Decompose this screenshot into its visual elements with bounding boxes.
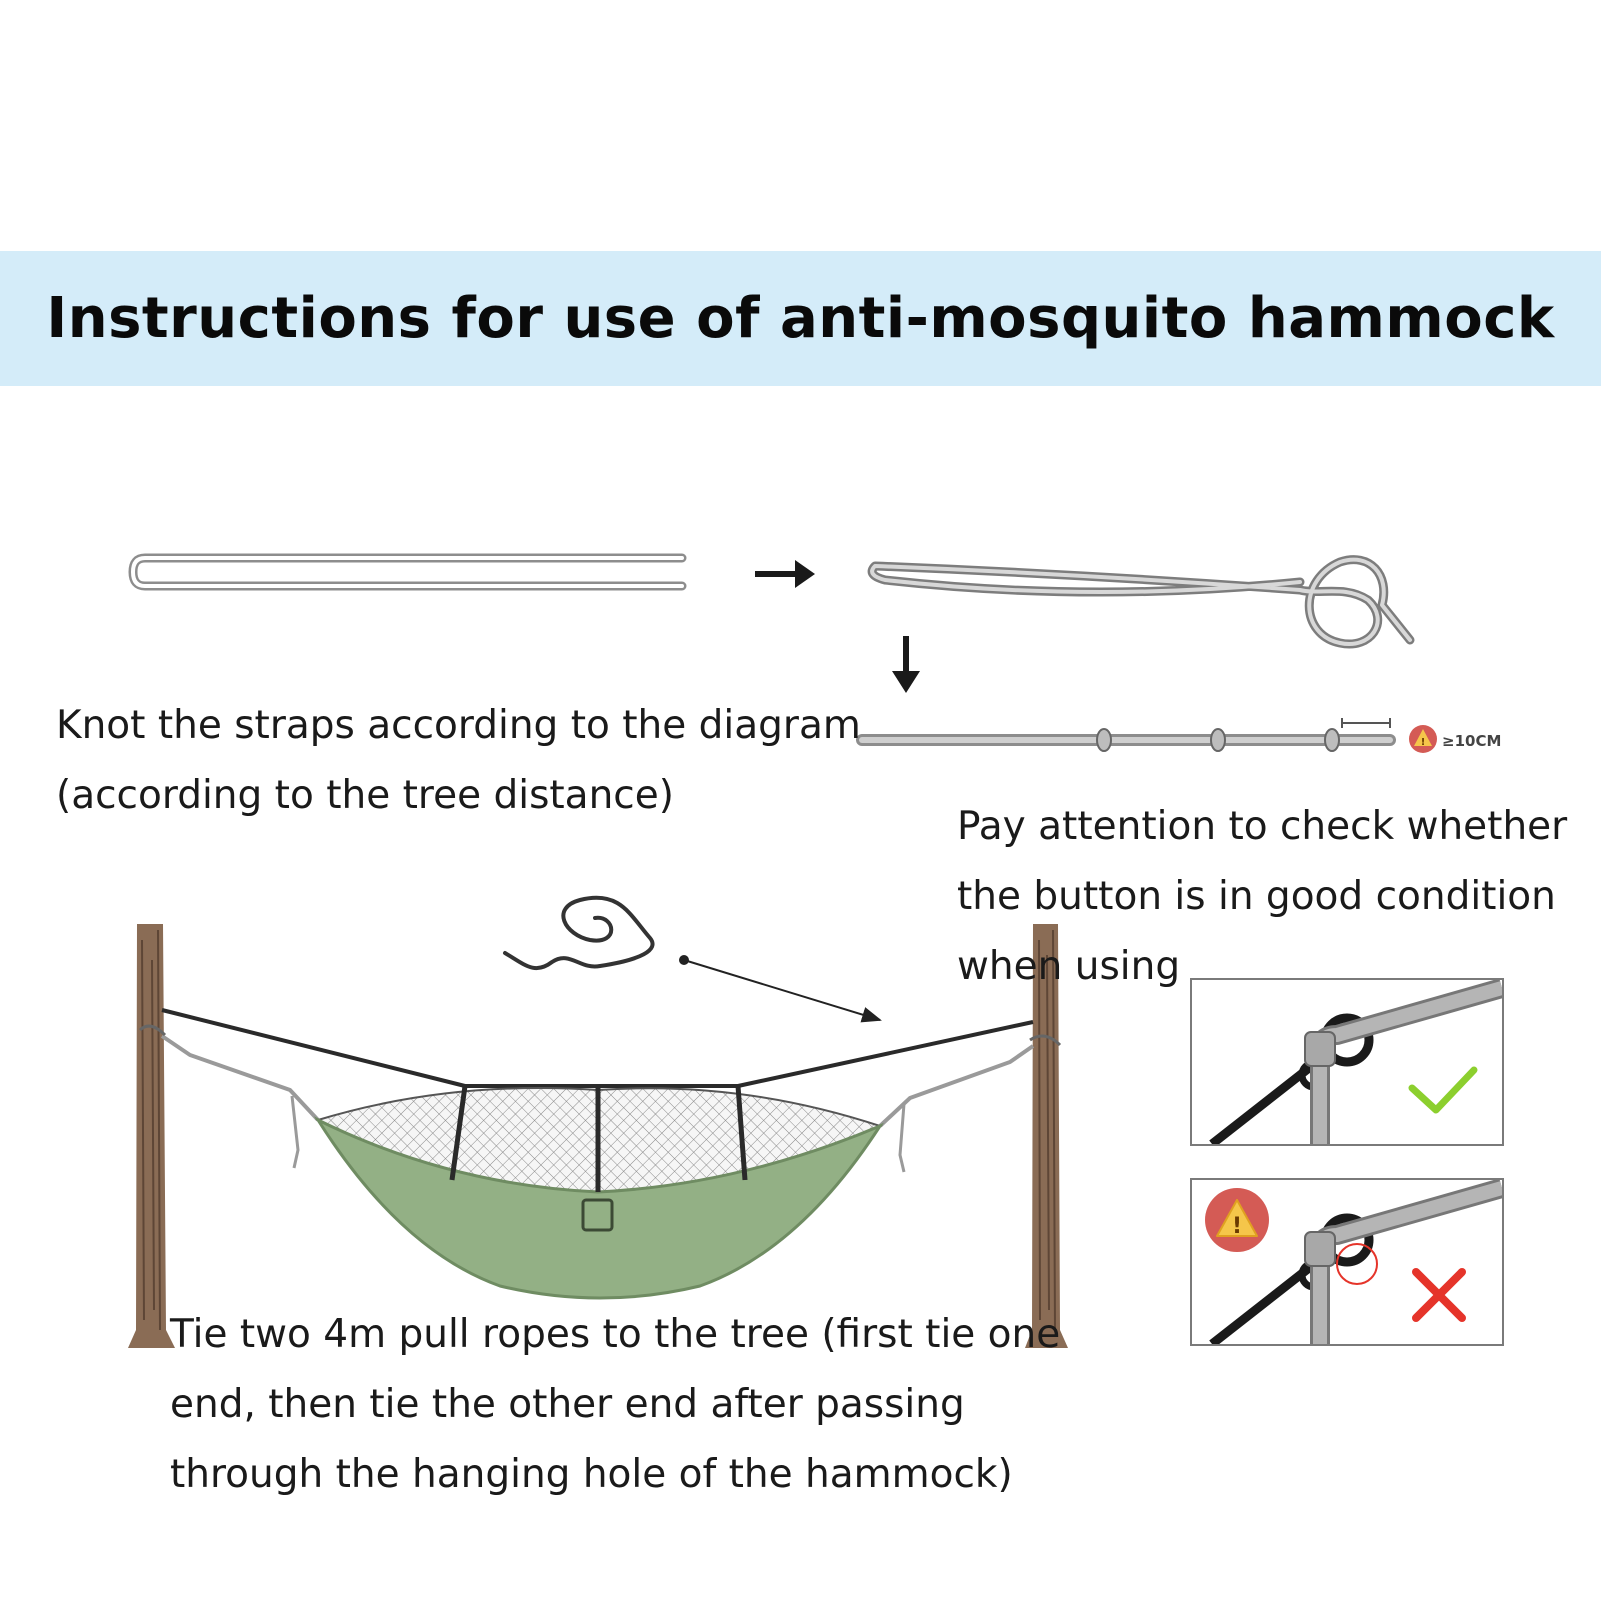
panel-correct-buckle [1190, 978, 1504, 1146]
strap-folded [128, 553, 687, 591]
highlight-circle [1336, 1243, 1378, 1285]
svg-text:!: ! [1421, 737, 1426, 748]
caption-line: end, then tie the other end after passin… [170, 1382, 965, 1427]
warning-icon: ! [1409, 725, 1437, 753]
tree-left [128, 924, 175, 1348]
suspension-straps [138, 1024, 1062, 1173]
tree-right [1025, 924, 1068, 1348]
rope-coil [503, 895, 882, 1023]
title-banner: Instructions for use of anti-mosquito ha… [0, 251, 1601, 386]
cross-icon [1412, 1268, 1466, 1322]
caption-tie-ropes: Tie two 4m pull ropes to the tree (first… [170, 1300, 1060, 1510]
caption-line: through the hanging hole of the hammock) [170, 1452, 1013, 1497]
caption-line: (according to the tree distance) [56, 773, 674, 818]
caption-check-button: Pay attention to check whether the butto… [957, 792, 1567, 1002]
caption-line: the button is in good condition [957, 874, 1556, 919]
caption-line: Pay attention to check whether [957, 804, 1568, 849]
caption-line: when using [957, 944, 1181, 989]
buckle-incorrect-illustration: ! [1205, 1180, 1502, 1344]
caption-knot-straps: Knot the straps according to the diagram… [56, 691, 861, 831]
warning-icon: ! [1205, 1188, 1269, 1252]
caption-line: Tie two 4m pull ropes to the tree (first… [170, 1312, 1061, 1357]
strap-loop [867, 555, 1415, 649]
strap-spec-label: ≥10CM [1442, 732, 1501, 750]
page-title: Instructions for use of anti-mosquito ha… [46, 286, 1555, 351]
hammock [313, 1085, 884, 1300]
caption-line: Knot the straps according to the diagram [56, 703, 861, 748]
ridgeline [161, 1008, 1034, 1088]
panel-incorrect-buckle: ! [1190, 1178, 1504, 1346]
arrow-down-icon [892, 636, 920, 693]
checkmark-icon [1408, 1066, 1478, 1114]
svg-text:!: ! [1232, 1214, 1242, 1239]
buckle-correct-illustration [1209, 980, 1502, 1144]
arrow-right-icon [755, 560, 815, 588]
strap-knotted [856, 718, 1396, 752]
